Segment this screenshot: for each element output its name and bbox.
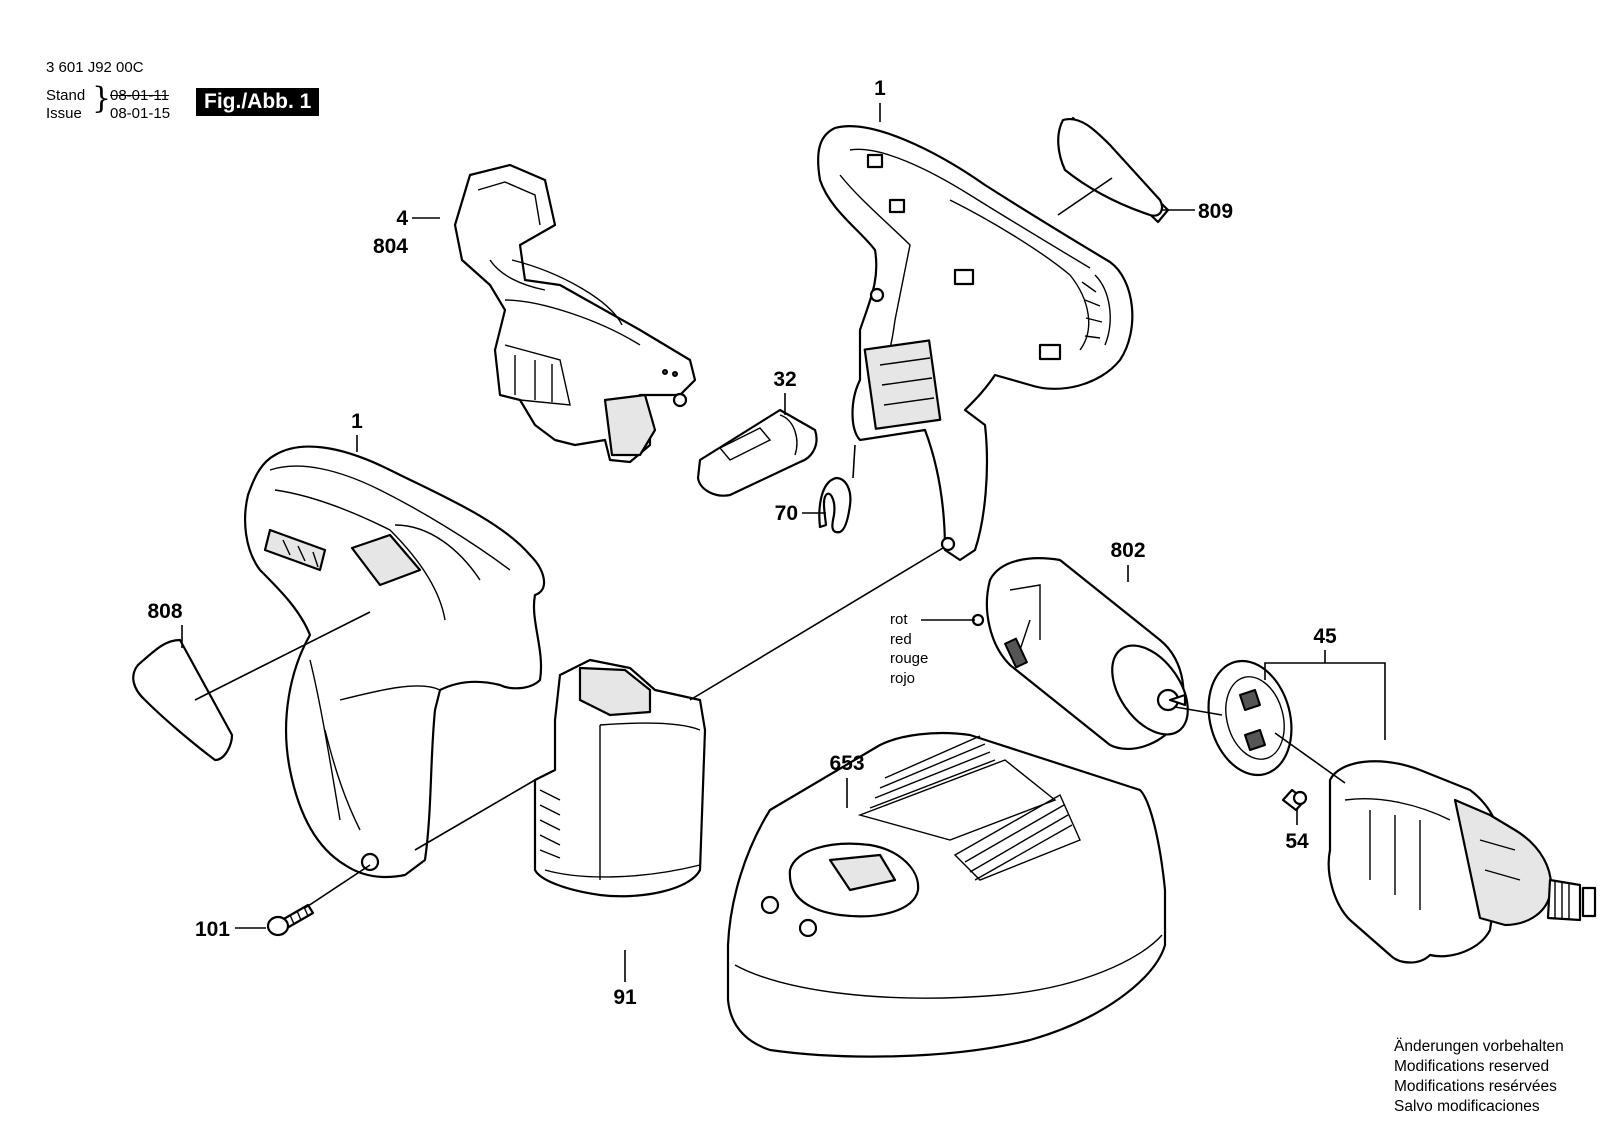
note-de: Änderungen vorbehalten: [1394, 1038, 1564, 1055]
label-nameplate-808: 808: [147, 600, 182, 623]
label-nameplate-809: 809: [1198, 200, 1233, 223]
label-gearbox: 45: [1313, 625, 1337, 648]
stand-label: Stand: [46, 87, 86, 104]
label-switch-set: 804: [373, 235, 408, 258]
wire-color-fr: rouge: [890, 650, 929, 667]
nameplate-808: [132, 638, 234, 762]
leader-lines: [181, 103, 1386, 982]
note-en: Modifications reserved: [1394, 1058, 1550, 1075]
issue-label: Issue: [46, 105, 82, 122]
wire-color-list: rot red rouge rojo: [890, 610, 928, 688]
battery-91: [533, 658, 707, 898]
label-spring: 70: [775, 502, 798, 525]
label-charger: 653: [829, 752, 864, 775]
screw-101: [266, 903, 315, 937]
wire-color-en: red: [890, 630, 912, 648]
figure-label: Fig./Abb. 1: [196, 88, 320, 116]
brace-icon: }: [92, 81, 112, 116]
drawing-number: 3 601 J92 00C: [46, 59, 144, 76]
issue-date: 08-01-15: [110, 105, 171, 122]
switch-module: [453, 163, 697, 464]
motor-802: [971, 557, 1189, 750]
nameplate-809-shape: [1057, 117, 1164, 217]
label-battery: 91: [613, 986, 637, 1009]
wire-color-es: rojo: [890, 669, 916, 687]
slider-32: [696, 408, 818, 497]
screw-54: [1281, 788, 1308, 812]
wire-color-de: rot: [890, 611, 908, 628]
gear-plate: [1207, 659, 1293, 777]
charger-653: [726, 731, 1167, 1058]
housing-shell-right: [817, 125, 1134, 562]
label-screw-101: 101: [195, 918, 230, 941]
modification-notes: Änderungen vorbehalten Modifications res…: [1394, 1037, 1564, 1117]
label-motor: 802: [1110, 539, 1145, 562]
label-housing-left: 1: [351, 410, 363, 433]
stand-date: 08-01-11: [110, 87, 169, 104]
label-switch: 4: [396, 207, 408, 230]
label-housing-top: 1: [874, 77, 886, 100]
spring-70: [818, 476, 852, 534]
housing-shell-left: [244, 445, 546, 879]
label-slider: 32: [773, 368, 796, 391]
note-fr: Modifications resérvées: [1394, 1078, 1557, 1095]
note-es: Salvo modificaciones: [1394, 1098, 1540, 1115]
gearbox-45: [1327, 760, 1597, 964]
label-screw-54: 54: [1285, 830, 1309, 853]
